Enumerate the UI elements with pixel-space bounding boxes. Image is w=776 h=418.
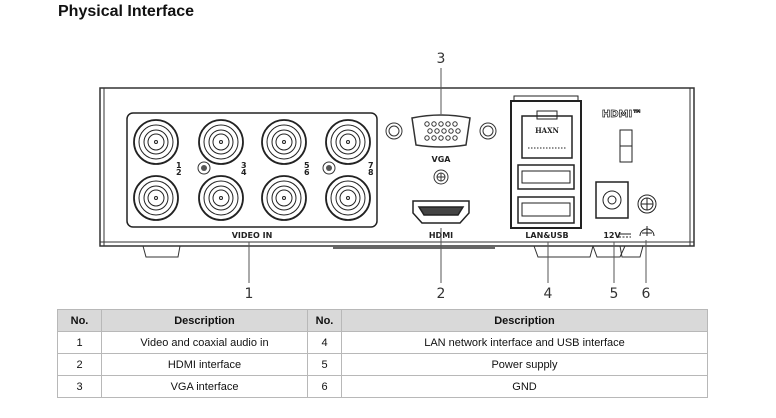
vga-pin [427,128,433,134]
cell-no: 3 [57,375,102,398]
vga-pin [424,121,430,127]
lan-usb-block: HAXN [510,95,582,229]
vga-pin [434,128,440,134]
cell-description: Power supply [341,353,708,376]
bnc-channel-number: 8 [368,168,374,177]
bnc-channel-number: 1 [176,161,182,170]
vga-pin [438,121,444,127]
bnc-channel-number: 6 [304,168,310,177]
cell-no: 4 [307,331,342,354]
vga-pin [448,128,454,134]
hdmi-port [412,200,470,224]
header-description: Description [341,309,708,332]
screw-icon [322,161,336,175]
bnc-connector-icon [198,175,244,221]
vga-pin [445,121,451,127]
lan-usb-label: LAN&USB [525,231,568,240]
bnc-channel-number: 4 [241,168,247,177]
bnc-connector-icon [325,175,371,221]
usb-port-icon [517,196,575,224]
device-chassis [99,87,695,258]
vga-label: VGA [432,155,452,164]
table-row: 3 VGA interface 6 GND [57,375,708,398]
indicator-slot [619,129,633,163]
table-header-row: No. Description No. Description [57,309,708,332]
bnc-channel-number: 7 [368,161,374,170]
vga-pin [441,128,447,134]
vga-pin [431,135,437,141]
interface-table: No. Description No. Description 1 Video … [57,309,708,398]
cell-description: LAN network interface and USB interface [341,331,708,354]
callout-lines [248,68,647,283]
power-label: 12V [603,231,621,240]
vga-pin [438,135,444,141]
bnc-channel-number: 5 [304,161,310,170]
ethernet-port-icon: HAXN [521,110,573,159]
hdmi-logo: HDMI™ [602,109,642,120]
vga-pin [455,128,461,134]
screw-icon [433,169,449,185]
bnc-connector-icon [261,119,307,165]
bnc-channel-number: 3 [241,161,247,170]
cell-no: 5 [307,353,342,376]
vga-pin [424,135,430,141]
cell-description: GND [341,375,708,398]
dc-symbol-icon [619,233,631,238]
usb-port-icon [517,164,575,190]
section-title: Physical Interface [58,3,195,20]
vga-pin [452,121,458,127]
header-description: Description [101,309,308,332]
video-in-label: VIDEO IN [232,231,273,240]
cell-no: 2 [57,353,102,376]
callout-3: 3 [437,51,446,67]
ground-symbol-icon [639,226,655,237]
callout-2: 2 [437,286,446,302]
video-in-block: 12 34 56 78 VIDEO IN [126,112,378,240]
callout-5: 5 [610,286,619,302]
bnc-connector-icon [261,175,307,221]
callout-6: 6 [642,286,651,302]
cell-description: Video and coaxial audio in [101,331,308,354]
bnc-connector-icon [325,119,371,165]
bnc-connector-icon [133,175,179,221]
vga-pin [431,121,437,127]
table-row: 1 Video and coaxial audio in 4 LAN netwo… [57,331,708,354]
vga-pin [445,135,451,141]
power-jack [595,181,629,219]
cell-description: VGA interface [101,375,308,398]
table-row: 2 HDMI interface 5 Power supply [57,353,708,376]
vga-pin [452,135,458,141]
bnc-channel-number: 2 [176,168,182,177]
cell-no: 6 [307,375,342,398]
cell-description: HDMI interface [101,353,308,376]
gnd-screw-icon [637,194,657,214]
vga-port [385,114,497,148]
cell-no: 1 [57,331,102,354]
callout-4: 4 [544,286,553,302]
header-no: No. [57,309,102,332]
rj45-label: HAXN [535,126,559,135]
screw-icon [197,161,211,175]
callout-1: 1 [245,286,254,302]
bnc-connector-icon [198,119,244,165]
bnc-connector-icon [133,119,179,165]
header-no: No. [307,309,342,332]
